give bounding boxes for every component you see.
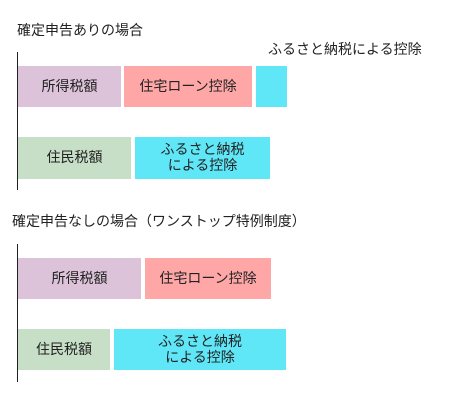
section-with-filing-axis — [17, 52, 18, 190]
income-tax-label: 所得税額 — [41, 78, 98, 95]
furusato-deduction-annotation: ふるさと納税による控除 — [268, 42, 422, 58]
housing-deduction-label-one-stop: 住宅ローン控除 — [159, 270, 257, 287]
section-with-filing-title: 確定申告ありの場合 — [17, 23, 143, 39]
section-one-stop-title: 確定申告なしの場合（ワンストップ特例制度） — [12, 214, 306, 230]
income-tax-block-one-stop: 所得税額 — [18, 258, 141, 299]
section-one-stop-axis — [17, 244, 18, 382]
furusato-deduction-label: ふるさと納税 による控除 — [160, 142, 245, 174]
furusato-deduction-label-one-stop: ふるさと納税 による控除 — [158, 333, 242, 366]
resident-tax-label-one-stop: 住民税額 — [36, 341, 92, 358]
income-tax-label-one-stop: 所得税額 — [51, 270, 108, 287]
resident-tax-block: 住民税額 — [18, 137, 131, 179]
furusato-deduction-block-one-stop: ふるさと納税 による控除 — [114, 329, 286, 370]
furusato-deduction-block: ふるさと納税 による控除 — [135, 137, 270, 179]
resident-tax-block-one-stop: 住民税額 — [18, 329, 110, 370]
housing-deduction-label: 住宅ローン控除 — [139, 78, 237, 95]
resident-tax-label: 住民税額 — [46, 150, 103, 166]
housing-deduction-block-one-stop: 住宅ローン控除 — [145, 258, 271, 299]
income-tax-block: 所得税額 — [18, 66, 121, 107]
furusato-deduction-block-small — [256, 66, 287, 107]
housing-deduction-block: 住宅ローン控除 — [124, 66, 252, 107]
